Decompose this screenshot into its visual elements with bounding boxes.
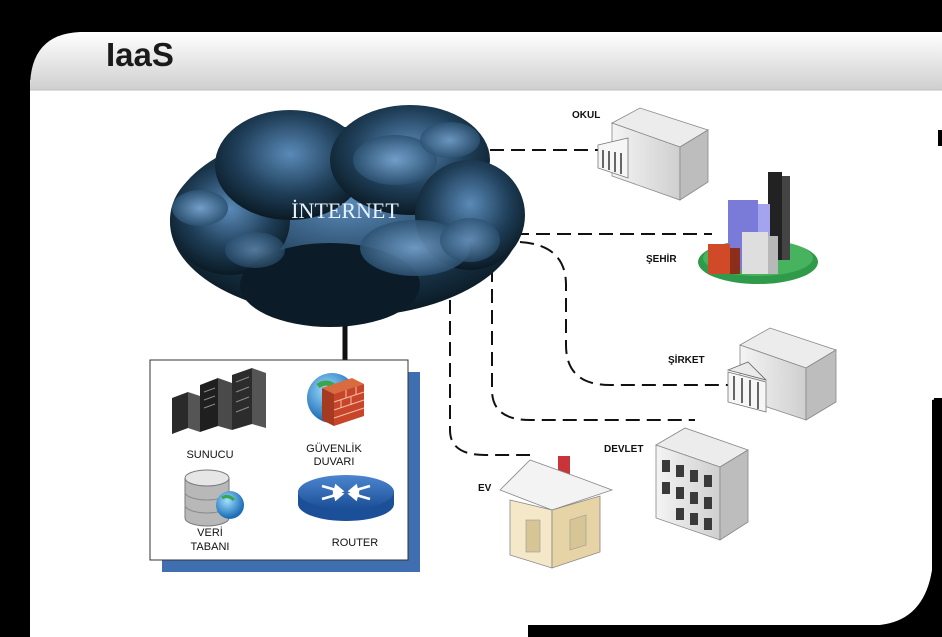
government-node: DEVLET xyxy=(604,427,749,541)
page-title: IaaS xyxy=(106,36,174,73)
home-icon xyxy=(499,456,614,569)
firewall-icon xyxy=(307,373,365,426)
database-label-line1: VERİ xyxy=(197,526,223,539)
company-label: ŞİRKET xyxy=(668,353,705,366)
city-icon xyxy=(698,172,818,284)
edge-mark xyxy=(938,130,942,146)
firewall-label-line1: GÜVENLİK xyxy=(306,442,362,455)
link-devlet xyxy=(491,268,695,421)
connection-lines xyxy=(449,149,735,456)
router-icon xyxy=(298,475,394,521)
internet-cloud: İNTERNET xyxy=(170,105,525,327)
city-label: ŞEHİR xyxy=(646,252,677,265)
city-node: ŞEHİR xyxy=(646,172,818,284)
school-icon xyxy=(597,107,709,201)
server-label: SUNUCU xyxy=(186,449,233,461)
school-label: OKUL xyxy=(572,110,600,121)
home-label: EV xyxy=(478,483,492,494)
server-icon xyxy=(172,368,266,434)
database-icon xyxy=(184,469,244,527)
school-node: OKUL xyxy=(572,107,709,201)
internet-label: İNTERNET xyxy=(291,198,399,223)
link-sirket xyxy=(519,241,735,386)
government-icon xyxy=(655,427,749,541)
company-node: ŞİRKET xyxy=(668,327,837,421)
router-label: ROUTER xyxy=(332,537,379,549)
infrastructure-box: SUNUCU GÜVENLİK DUVARI xyxy=(149,359,420,572)
database-label-line2: TABANI xyxy=(191,541,230,553)
firewall-label-line2: DUVARI xyxy=(314,456,355,468)
link-ev xyxy=(449,300,530,456)
header-band xyxy=(30,32,942,90)
government-label: DEVLET xyxy=(604,444,643,455)
home-node: EV xyxy=(478,456,614,569)
company-icon xyxy=(726,327,837,421)
